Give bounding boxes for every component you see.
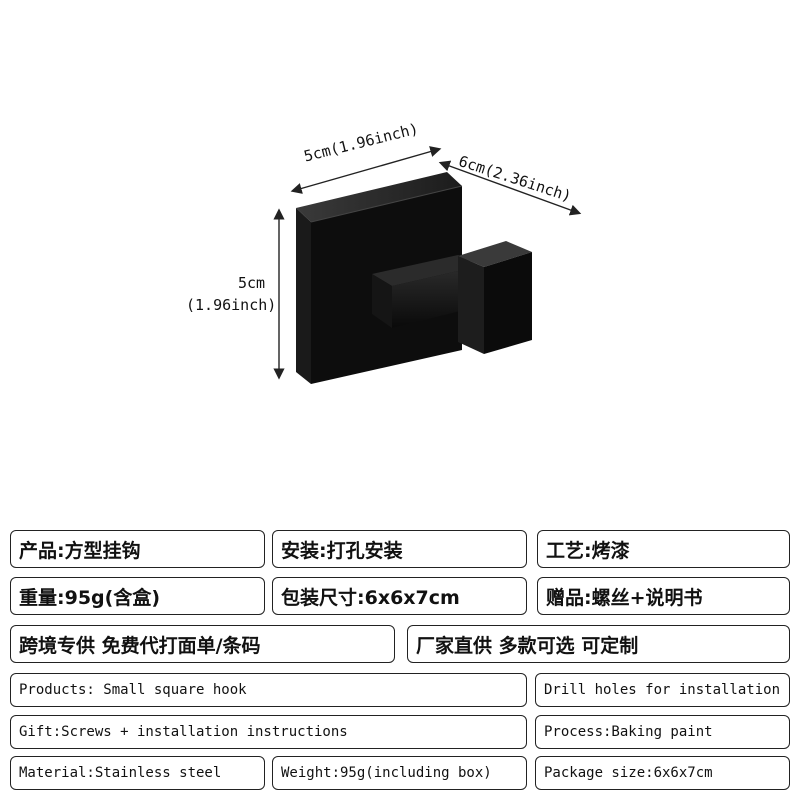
- spec-process-cn: 工艺:烤漆: [537, 530, 790, 568]
- spec-install-cn: 安装:打孔安装: [272, 530, 527, 568]
- height-dimension-inch: (1.96inch): [186, 296, 277, 314]
- spec-install-en: Drill holes for installation: [535, 673, 790, 707]
- spec-product-cn: 产品:方型挂钩: [10, 530, 265, 568]
- spec-process-en: Process:Baking paint: [535, 715, 790, 749]
- spec-weight-cn: 重量:95g(含盒): [10, 577, 265, 615]
- spec-package-cn: 包装尺寸:6x6x7cm: [272, 577, 527, 615]
- hook-tip: [458, 241, 532, 354]
- width-arrow: [290, 146, 442, 194]
- spec-product-en: Products: Small square hook: [10, 673, 527, 707]
- spec-package-en: Package size:6x6x7cm: [535, 756, 790, 790]
- spec-material-en: Material:Stainless steel: [10, 756, 265, 790]
- spec-cross-border-cn: 跨境专供 免费代打面单/条码: [10, 625, 395, 663]
- depth-arrow: [438, 160, 582, 216]
- product-image: 5cm(1.96inch) 6cm(2.36inch) 5cm (1.96inc…: [186, 120, 582, 384]
- spec-weight-en: Weight:95g(including box): [272, 756, 527, 790]
- spec-gift-en: Gift:Screws + installation instructions: [10, 715, 527, 749]
- spec-gift-cn: 赠品:螺丝+说明书: [537, 577, 790, 615]
- spec-factory-cn: 厂家直供 多款可选 可定制: [407, 625, 790, 663]
- height-dimension-cm: 5cm: [238, 274, 266, 292]
- hook-illustration: [273, 146, 582, 384]
